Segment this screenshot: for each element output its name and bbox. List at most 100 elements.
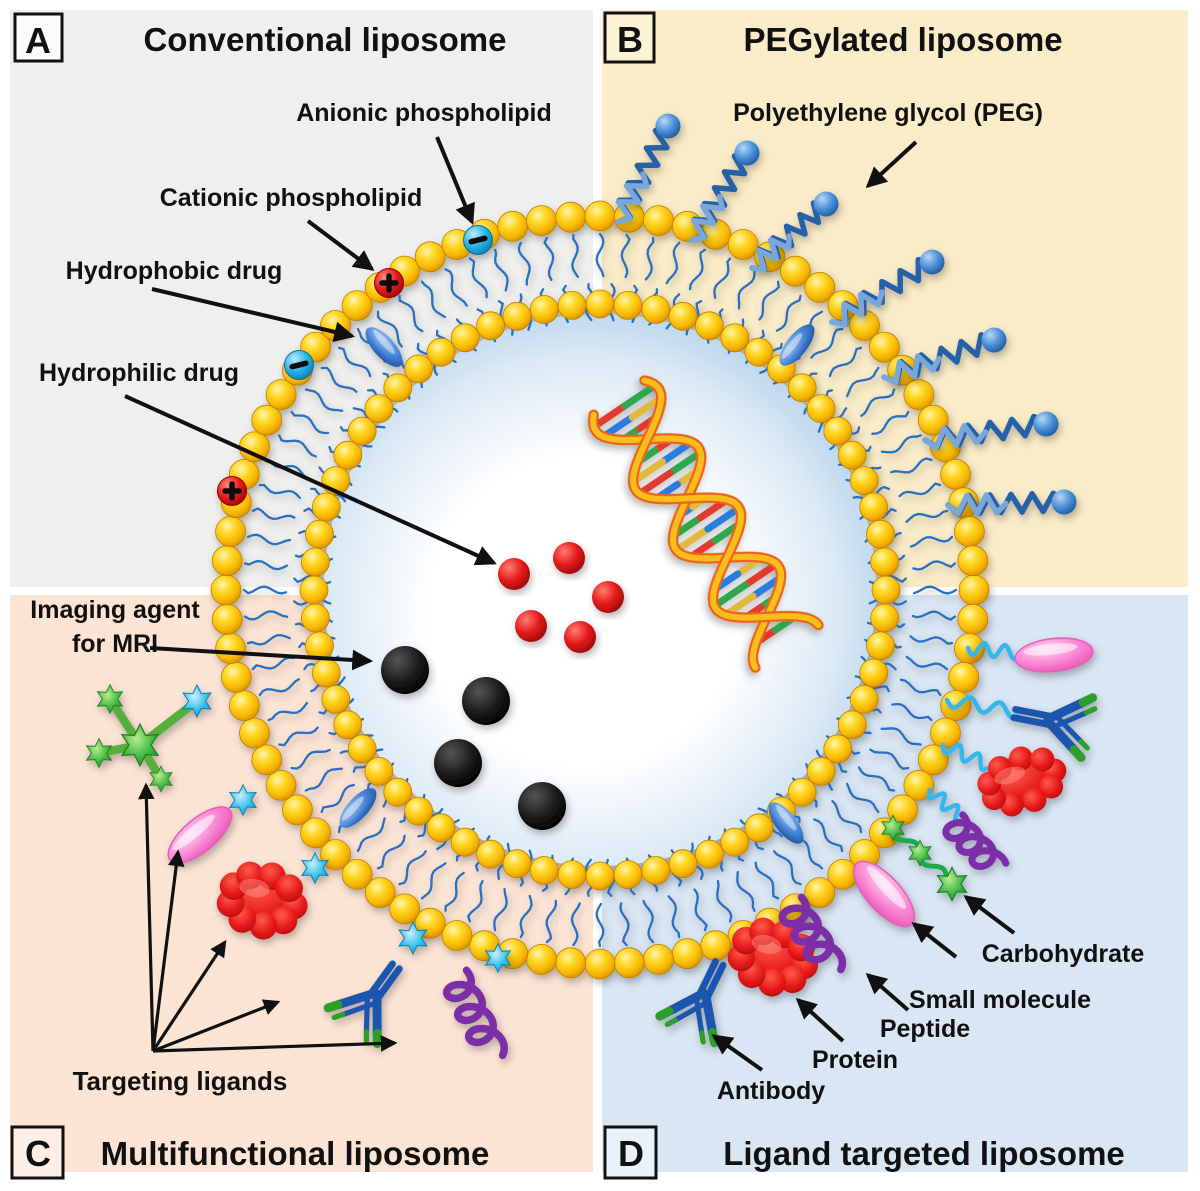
lipid-tail (517, 241, 531, 286)
lipid-tail (758, 280, 781, 321)
protein-blob (977, 746, 1067, 817)
imaging-agent-arrow (149, 646, 374, 671)
inner-leaflet-head (557, 290, 587, 320)
inner-leaflet-head (305, 519, 334, 549)
inner-leaflet-head (837, 710, 867, 740)
label-protein: Protein (812, 1046, 898, 1074)
lipid-tail (571, 233, 580, 278)
inner-leaflet-head (695, 311, 724, 341)
outer-leaflet-head (341, 290, 373, 322)
targeting-ligands-arrow (138, 782, 155, 1052)
ligands-targeted (658, 633, 1097, 1047)
lipid-tail (620, 233, 631, 279)
lipid-tail (570, 902, 581, 947)
outer-leaflet-head (215, 633, 247, 664)
lipid-tail (880, 434, 922, 454)
lipid-tail (278, 434, 317, 458)
outer-leaflet-head (555, 201, 587, 233)
outer-leaflet-head (643, 944, 674, 975)
lipid-tail (845, 366, 880, 398)
lipid-tail (519, 894, 533, 939)
outer-leaflet-head (671, 938, 703, 970)
peg-terminal-ball (813, 191, 839, 217)
lipid-tail (246, 533, 292, 546)
lipid-tail (905, 655, 949, 671)
outer-leaflet-head (341, 859, 373, 890)
peg-terminal-ball (655, 113, 681, 139)
lipid-tail (909, 635, 954, 645)
inner-leaflet-head (870, 603, 899, 633)
inner-leaflet-head (311, 492, 341, 522)
lipid-tail (420, 862, 447, 900)
lipid-tail (320, 366, 358, 393)
carbohydrate-arrow (963, 895, 1016, 935)
panel-d-letter: D (618, 1133, 644, 1174)
outer-leaflet-head (389, 893, 421, 925)
lipid-tail (912, 585, 958, 595)
lipid-tail (911, 610, 957, 621)
label-peg: Polyethylene glycol (PEG) (733, 99, 1043, 127)
peg-terminal-ball (1051, 489, 1077, 515)
cationic-arrow (306, 219, 375, 271)
inner-leaflet-head (871, 575, 901, 605)
ligand-tether (965, 640, 1020, 662)
label-imaging-agent-line2: for MRI (72, 630, 158, 658)
lipid-tail (356, 817, 386, 853)
lipid-tail (444, 871, 465, 912)
hydrophobic-drug-ellipse (768, 802, 804, 844)
lipid-tail (891, 702, 933, 722)
label-cationic-phospholipid: Cationic phospholipid (160, 184, 422, 212)
lipid-tail (642, 899, 655, 944)
outer-leaflet-head (584, 948, 616, 980)
inner-leaflet-head (299, 575, 329, 605)
cationic-phospholipid-bead (374, 268, 404, 298)
outer-leaflet-head (320, 839, 351, 870)
lipid-tail (595, 232, 605, 278)
outer-leaflet-head (887, 794, 918, 826)
outer-leaflet-head (441, 920, 473, 951)
lipid-tail (258, 483, 301, 500)
inner-leaflet-head (476, 311, 506, 341)
inner-leaflet-head (529, 295, 559, 324)
panel-a-letter-box (13, 12, 64, 63)
outer-leaflet-head (804, 877, 836, 908)
lipid-tail (693, 888, 708, 932)
lipid-tail (736, 870, 756, 912)
lipid-tail (304, 388, 344, 412)
outer-leaflet-head (930, 717, 961, 749)
lipid-tail (420, 280, 447, 319)
inner-leaflet-head (333, 710, 363, 740)
lipid-tail (871, 410, 910, 435)
panel-c-title: Multifunctional liposome (101, 1135, 490, 1172)
inner-leaflet-head (695, 839, 724, 869)
peg-terminal-ball (981, 327, 1007, 353)
lipid-tail (737, 268, 756, 310)
peptide-coil (778, 893, 847, 974)
inner-leaflet-head (859, 658, 889, 688)
peptide-arrow (865, 972, 910, 1012)
lipid-tail (545, 899, 558, 944)
lipid-tail (251, 656, 295, 671)
lipid-tail (543, 236, 555, 281)
inner-leaflet-head (529, 856, 559, 885)
hydrophobic-arrow (151, 287, 356, 343)
lipid-tail (267, 701, 309, 722)
inner-leaflet-head (450, 323, 480, 353)
inner-leaflet-head (668, 301, 698, 331)
panel-a-letter: A (25, 20, 51, 61)
outer-leaflet-head (251, 744, 283, 776)
lipid-tail (813, 818, 844, 853)
text-layer: A Conventional liposome B PEGylated lipo… (25, 19, 1144, 1174)
inner-leaflet-head (823, 734, 853, 764)
lipid-tail (898, 482, 942, 498)
lipid-tail (713, 257, 732, 300)
anionic-arrow (435, 136, 475, 225)
peg-chain-base (881, 353, 942, 386)
outer-leaflet-head (948, 661, 980, 693)
outer-leaflet-head (265, 379, 297, 411)
inner-leaflet-head (383, 373, 413, 403)
outer-leaflet-head (555, 947, 587, 979)
lipid-tail (754, 861, 780, 900)
protein-blob (216, 861, 308, 940)
mri-imaging-agent-sphere (462, 677, 510, 725)
